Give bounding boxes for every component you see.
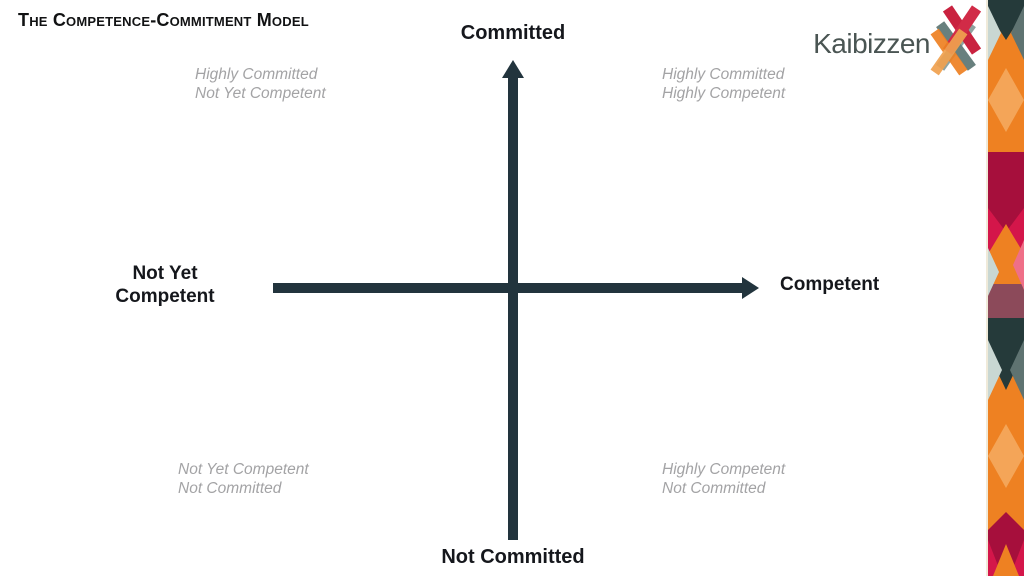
kaibizzen-logo: Kaibizzen xyxy=(813,4,984,83)
horizontal-axis-line xyxy=(273,283,743,293)
axis-label-committed: Committed xyxy=(460,22,566,44)
quadrant-bottom-right-line1: Highly Competent xyxy=(662,461,786,478)
double-x-monogram-icon xyxy=(922,4,984,83)
logo-wordmark: Kaibizzen xyxy=(813,27,930,59)
up-arrowhead-icon xyxy=(502,60,524,78)
axis-label-not-committed: Not Committed xyxy=(441,546,585,568)
axis-label-left-line1: Not Yet xyxy=(132,263,198,284)
decor-strip xyxy=(986,0,1024,576)
quadrant-bottom-left-text: Not Yet Competent Not Committed xyxy=(178,460,309,498)
quadrant-top-left-line1: Highly Committed xyxy=(195,66,318,83)
quadrant-bottom-left-line1: Not Yet Competent xyxy=(178,461,309,478)
quadrant-top-right-line1: Highly Committed xyxy=(662,66,785,83)
quadrant-bottom-right-line2: Not Committed xyxy=(662,480,766,497)
quadrant-bottom-left-line2: Not Committed xyxy=(178,480,282,497)
page-title: The Competence-Commitment Model xyxy=(18,10,309,30)
quadrant-top-right-line2: Highly Competent xyxy=(662,85,786,102)
axis-label-competent: Competent xyxy=(780,274,880,295)
vertical-axis-line xyxy=(508,76,518,540)
quadrant-bottom-right-text: Highly Competent Not Committed xyxy=(662,460,785,498)
axis-label-left-line2: Competent xyxy=(115,286,215,307)
quadrant-top-left-line2: Not Yet Competent xyxy=(195,85,326,102)
right-arrowhead-icon xyxy=(742,277,759,299)
quadrant-top-left-text: Highly Committed Not Yet Competent xyxy=(195,65,326,103)
argyle-pattern-icon xyxy=(988,0,1024,576)
axis-label-not-yet-competent: Not Yet Competent xyxy=(95,262,235,308)
quadrant-top-right-text: Highly Committed Highly Competent xyxy=(662,65,785,103)
